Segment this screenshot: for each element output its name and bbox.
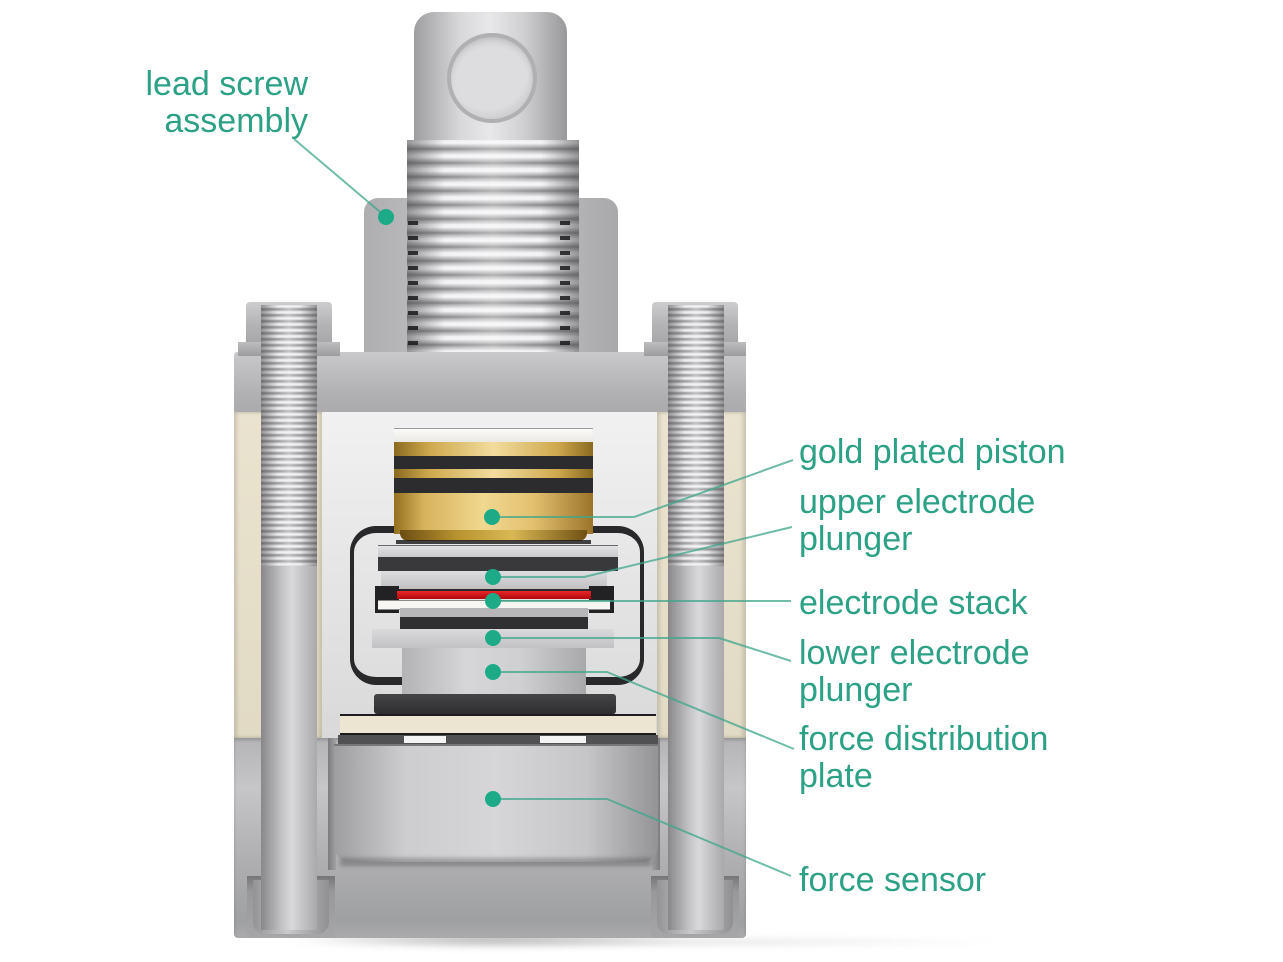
sensor-recess-wall-left	[328, 738, 336, 870]
clevis-hole	[447, 33, 537, 123]
force-distribution-plate-dark	[374, 694, 616, 714]
stack-gray-layer	[400, 608, 588, 617]
piston-gold-band-1	[394, 442, 593, 456]
tie-rod-left-threads	[261, 305, 317, 566]
label-force-distribution-plate: force distribution plate	[799, 721, 1048, 795]
electrode-red-layer	[397, 591, 591, 599]
force-sensor-under-shadow	[340, 858, 652, 866]
label-line: assembly	[164, 102, 308, 140]
label-line: plunger	[799, 520, 913, 558]
label-line: gold plated piston	[799, 433, 1066, 471]
lower-plunger-flange	[372, 629, 614, 648]
force-sensor-body	[334, 744, 658, 862]
label-line: force distribution	[799, 720, 1049, 758]
label-force-sensor: force sensor	[799, 862, 986, 899]
label-line: electrode stack	[799, 584, 1028, 622]
thread-engagement-marks-right	[560, 212, 570, 354]
label-line: plunger	[799, 671, 913, 709]
force-distribution-plate-cream	[340, 714, 656, 735]
label-gold-plated-piston: gold plated piston	[799, 434, 1066, 471]
tie-rod-left-shank	[261, 566, 317, 930]
piston-bottom-shadow	[396, 540, 591, 544]
lower-plunger-dark-band	[400, 617, 588, 629]
piston-gold-body	[394, 493, 593, 534]
piston-white-band	[394, 428, 593, 443]
upper-plunger-bottom-line	[381, 589, 607, 592]
lower-plunger-column	[402, 648, 586, 695]
label-line: upper electrode	[799, 483, 1036, 521]
housing-top-plate	[234, 352, 746, 414]
upper-plunger-dark-band	[378, 557, 618, 571]
label-upper-electrode-plunger: upper electrode plunger	[799, 484, 1035, 558]
label-lower-electrode-plunger: lower electrode plunger	[799, 635, 1030, 709]
thread-engagement-marks-left	[408, 212, 418, 354]
force-sensor-top-notch-right	[540, 736, 586, 743]
tie-rod-right-threads	[668, 305, 724, 566]
force-sensor-top-edge	[338, 735, 658, 744]
piston-gold-band-2	[394, 469, 593, 478]
label-electrode-stack: electrode stack	[799, 585, 1028, 622]
label-line: lead screw	[145, 65, 308, 103]
label-line: force sensor	[799, 861, 987, 899]
piston-seal-band-2	[394, 478, 593, 493]
tie-rod-right-shank	[668, 566, 724, 930]
piston-seal-band-1	[394, 456, 593, 469]
label-lead-screw-assembly: lead screw assembly	[88, 66, 308, 140]
upper-plunger-body	[381, 571, 607, 590]
force-sensor-top-notch-left	[404, 736, 446, 743]
label-line: lower electrode	[799, 634, 1030, 672]
label-line: plate	[799, 757, 873, 795]
